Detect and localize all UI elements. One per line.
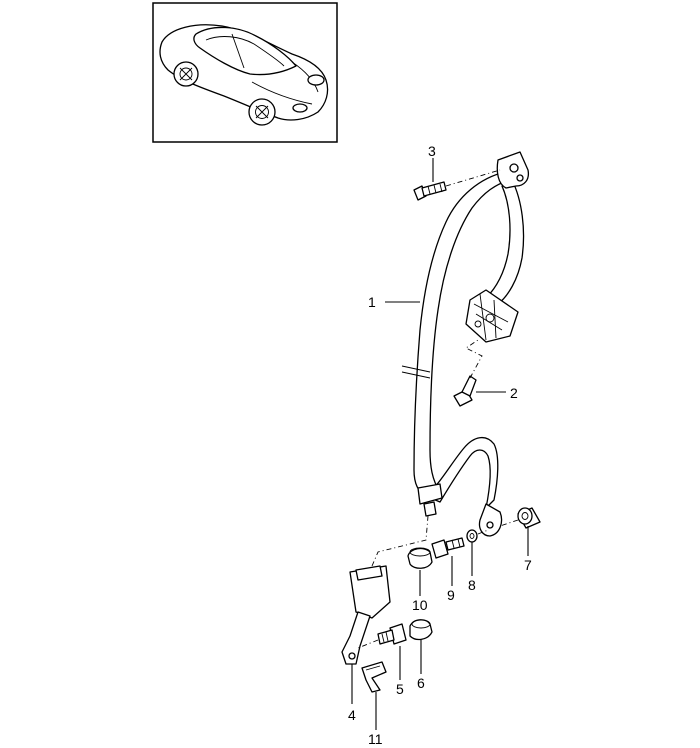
callout-7: 7 <box>524 557 532 573</box>
lower-anchor-bolt-part <box>431 537 465 559</box>
callout-11: 11 <box>368 731 383 747</box>
belt-buckle-part <box>341 515 429 665</box>
callout-9: 9 <box>447 587 455 603</box>
bolt-cap-part <box>409 619 433 641</box>
callout-10: 10 <box>412 597 428 613</box>
callout-5: 5 <box>396 681 404 697</box>
callout-3: 3 <box>428 143 436 159</box>
lower-cap-part <box>407 547 433 569</box>
spacer-sleeve-part <box>499 507 541 529</box>
callout-2: 2 <box>510 385 518 401</box>
seat-belt-webbing-part <box>401 151 530 537</box>
callout-4: 4 <box>348 707 356 723</box>
callout-1: 1 <box>368 294 376 310</box>
callout-labels: 3 1 2 7 8 9 10 5 6 4 11 <box>348 143 532 747</box>
buckle-bolt-part <box>357 623 407 649</box>
vehicle-thumbnail <box>152 2 338 143</box>
callout-6: 6 <box>417 675 425 691</box>
car-coupe-illustration <box>159 24 329 126</box>
retractor-bolt-part <box>453 339 483 407</box>
callout-leaders <box>351 158 529 730</box>
retaining-clip-part <box>361 661 387 693</box>
upper-anchor-bolt-part <box>413 169 501 201</box>
callout-8: 8 <box>468 577 476 593</box>
